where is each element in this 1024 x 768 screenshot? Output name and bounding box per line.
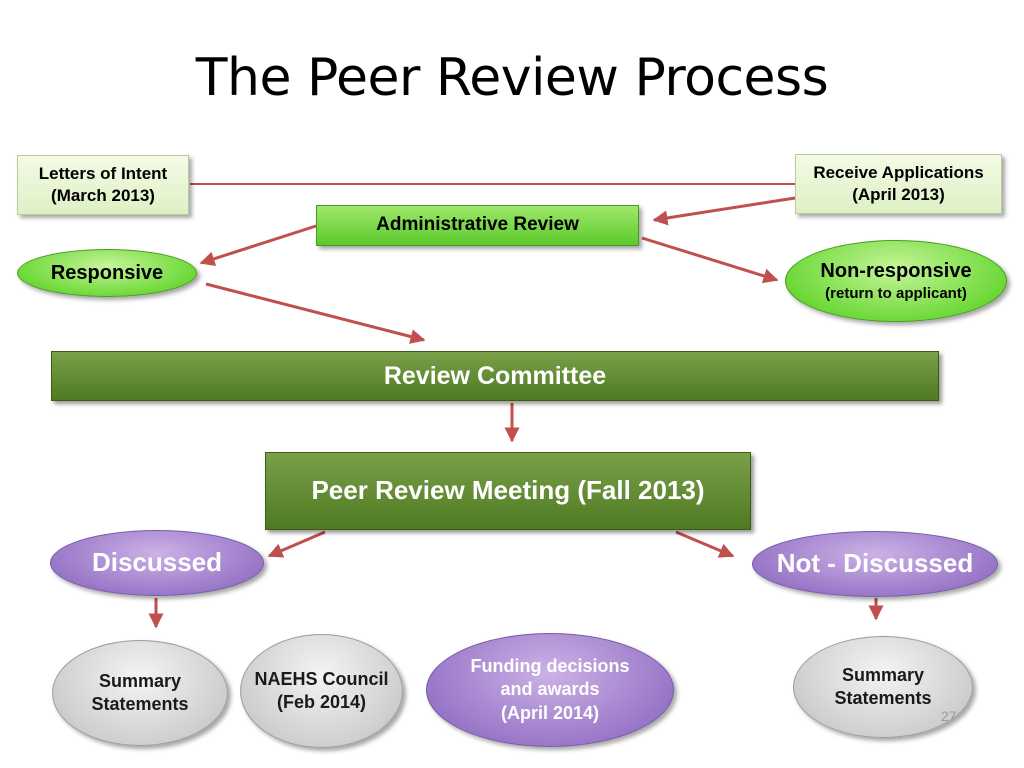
- discussed-label: Discussed: [91, 547, 223, 578]
- arrow-admin-to-non-responsive: [641, 236, 779, 284]
- summary-statements-left-oval: Summary Statements: [52, 640, 228, 746]
- summary-statements-left-line2: Statements: [91, 694, 189, 714]
- summary-statements-right-line2: Statements: [834, 688, 932, 708]
- review-committee-label: Review Committee: [383, 361, 607, 390]
- funding-decisions-line2: and awards: [500, 679, 600, 700]
- arrow-meeting-to-discussed: [267, 530, 326, 558]
- arrow-meeting-to-not-discussed: [675, 530, 735, 558]
- discussed-oval: Discussed: [50, 530, 264, 596]
- funding-decisions-line1: Funding decisions: [470, 655, 630, 676]
- review-committee-bar: Review Committee: [51, 351, 939, 401]
- responsive-label: Responsive: [50, 262, 164, 284]
- summary-statements-left-line1: Summary: [98, 670, 182, 691]
- peer-review-meeting-box: Peer Review Meeting (Fall 2013): [265, 452, 751, 530]
- receive-applications-line2: (April 2013): [852, 185, 945, 204]
- slide-title: The Peer Review Process: [195, 48, 829, 108]
- responsive-oval: Responsive: [17, 249, 197, 297]
- naehs-council-line2: (Feb 2014): [276, 692, 367, 712]
- not-discussed-label: Not - Discussed: [776, 548, 974, 579]
- not-discussed-oval: Not - Discussed: [752, 531, 998, 597]
- letters-of-intent-line1: Letters of Intent: [38, 163, 168, 183]
- administrative-review-label: Administrative Review: [376, 214, 579, 236]
- non-responsive-oval: Non-responsive (return to applicant): [785, 240, 1007, 322]
- summary-statements-right-oval: Summary Statements: [793, 636, 973, 738]
- funding-decisions-oval: Funding decisions and awards (April 2014…: [426, 633, 674, 747]
- slide-page-number: 27: [941, 708, 957, 724]
- receive-applications-line1: Receive Applications: [813, 162, 984, 182]
- arrow-admin-to-responsive: [199, 224, 317, 267]
- arrow-applications-to-admin-review: [652, 196, 796, 226]
- summary-statements-right-line1: Summary: [841, 664, 925, 685]
- arrow-responsive-to-committee: [205, 282, 426, 344]
- naehs-council-oval: NAEHS Council (Feb 2014): [240, 634, 403, 748]
- letters-of-intent-box: Letters of Intent (March 2013): [17, 155, 189, 215]
- peer-review-meeting-label: Peer Review Meeting (Fall 2013): [311, 475, 705, 506]
- letters-of-intent-line2: (March 2013): [51, 186, 155, 205]
- receive-applications-box: Receive Applications (April 2013): [795, 154, 1002, 214]
- non-responsive-line2: (return to applicant): [825, 285, 967, 303]
- funding-decisions-line3: (April 2014): [500, 702, 600, 723]
- non-responsive-line1: Non-responsive: [820, 260, 972, 283]
- naehs-council-line1: NAEHS Council: [254, 668, 389, 689]
- administrative-review-box: Administrative Review: [316, 205, 639, 246]
